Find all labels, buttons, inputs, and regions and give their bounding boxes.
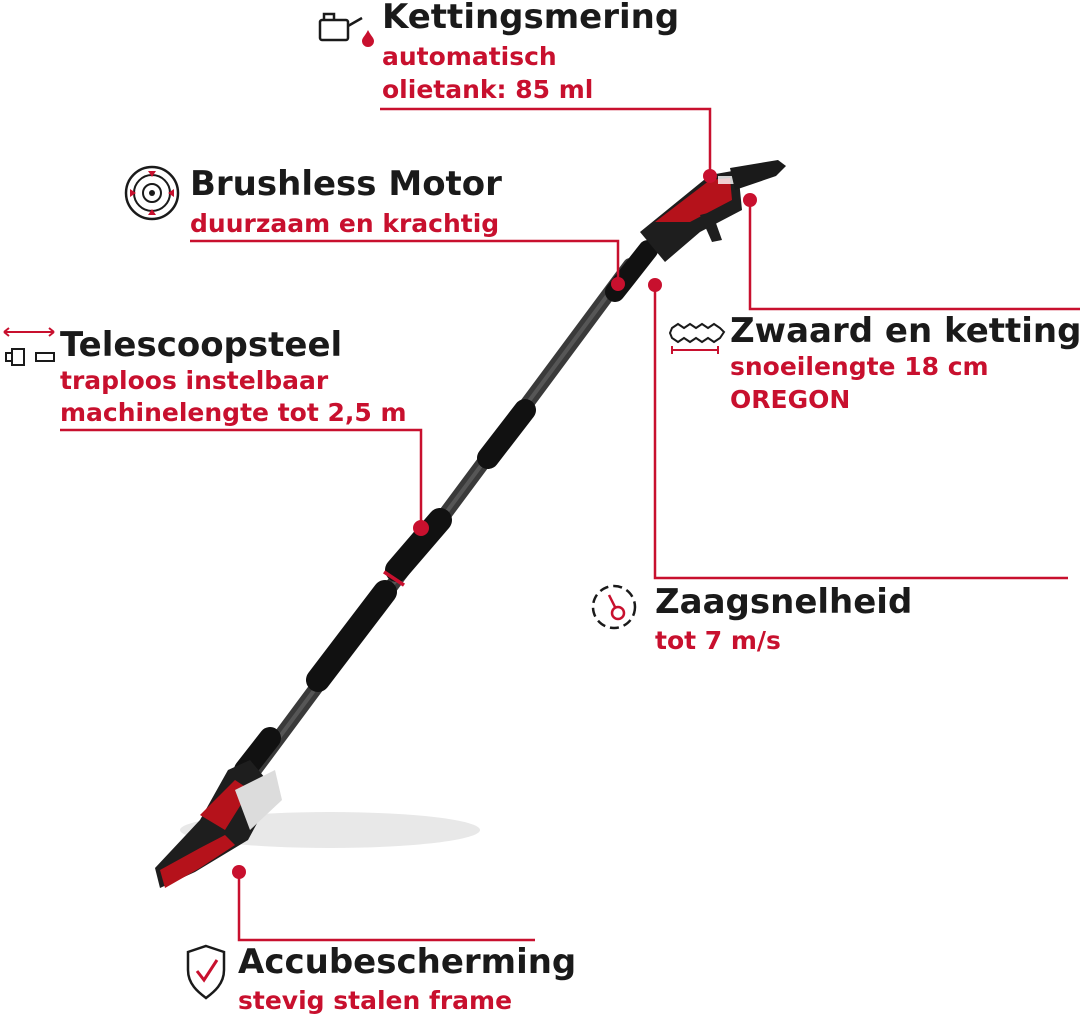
callout-line-lubrication [380, 107, 712, 176]
chain-bar-icon [668, 322, 726, 354]
feature-title: Accubescherming [238, 942, 577, 982]
callout-line-protection [237, 872, 535, 942]
feature-title: Telescoopsteel [60, 325, 343, 365]
callout-dot-lubrication [703, 169, 717, 183]
motor-housing-red [655, 178, 732, 222]
callout-dots [232, 169, 757, 879]
pole-grip-lower [306, 580, 397, 692]
feature-line: snoeilengte 18 cm [730, 352, 989, 381]
callout-line-bar [748, 200, 1080, 311]
callout-line-speed [653, 285, 1068, 580]
feature-line: traploos instelbaar [60, 366, 329, 395]
feature-title: Zaagsnelheid [655, 582, 913, 622]
callout-line-telescope [60, 428, 423, 528]
oil-can-icon [318, 12, 374, 47]
handle-red-base [160, 835, 235, 888]
shield-check-icon [186, 944, 226, 1000]
feature-title: Kettingsmering [382, 0, 680, 37]
chain-guard-hook [700, 212, 722, 242]
pole-grip-middle [385, 508, 452, 582]
callout-dot-protection [232, 865, 246, 879]
feature-line: olietank: 85 ml [382, 75, 594, 104]
callout-dot-speed [648, 278, 662, 292]
callout-line-motor [190, 239, 620, 284]
callout-lines [60, 107, 1080, 942]
feature-line: duurzaam en krachtig [190, 209, 500, 238]
feature-line: automatisch [382, 42, 557, 71]
feature-title: Zwaard en ketting [730, 311, 1080, 351]
pole-grip-upper [477, 399, 536, 469]
saw-bar [730, 160, 786, 190]
feature-line: stevig stalen frame [238, 986, 513, 1015]
battery-slot [235, 770, 282, 830]
feature-line: machinelengte tot 2,5 m [60, 398, 407, 427]
callout-dot-bar [743, 193, 757, 207]
feature-line: tot 7 m/s [655, 626, 781, 655]
callout-dot-motor [611, 277, 625, 291]
speedometer-icon [591, 584, 637, 630]
pole-saw [155, 160, 786, 888]
brushless-motor-icon [124, 165, 180, 221]
feature-line: OREGON [730, 385, 851, 414]
feature-title: Brushless Motor [190, 164, 502, 204]
telescopic-pole-icon [3, 327, 55, 366]
callout-dot-telescope [413, 520, 429, 536]
